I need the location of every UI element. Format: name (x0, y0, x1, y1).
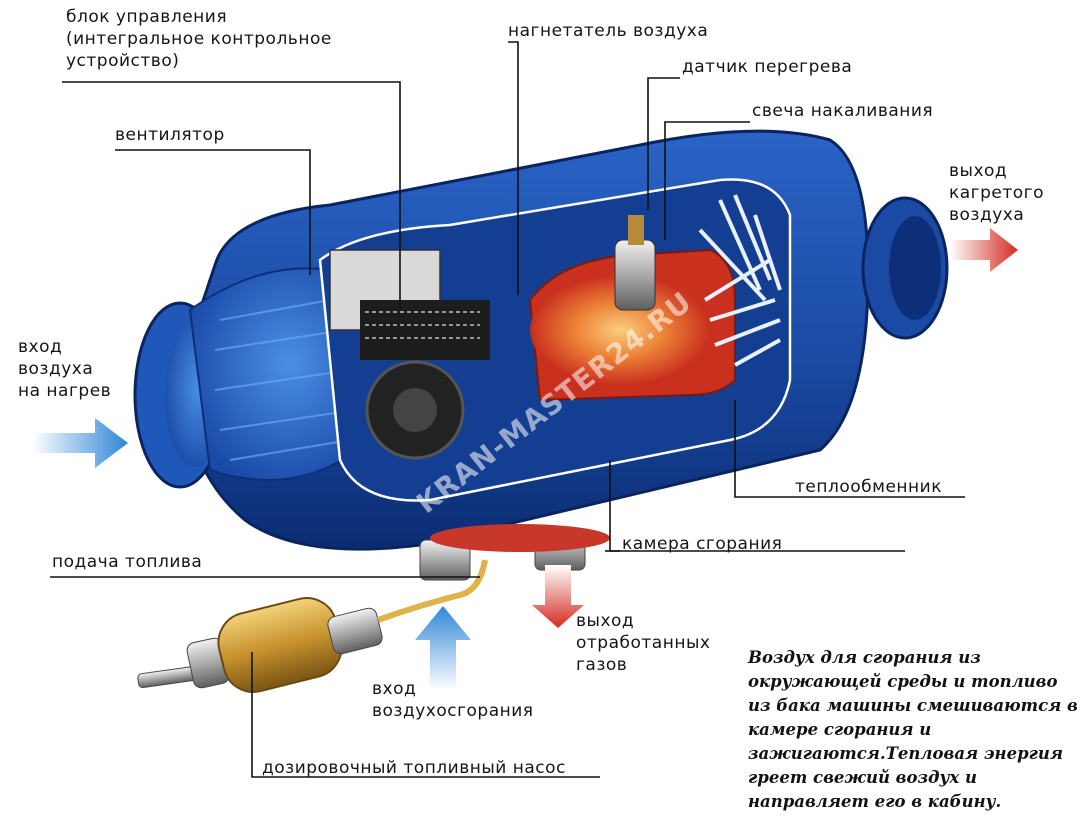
label-combustion-chamber: камера сгорания (622, 533, 782, 555)
heater-body (135, 131, 947, 580)
control-unit-line-2: (интегральное контрольное (66, 28, 332, 50)
label-heat-exchanger: теплообменник (795, 476, 942, 498)
exhaust-line-1: выход (576, 610, 710, 632)
label-control-unit: блок управления (интегральное контрольно… (66, 6, 332, 72)
label-dosing-pump: дозировочный топливный насос (262, 757, 566, 779)
exhaust-line-3: газов (576, 654, 710, 676)
label-fan: вентилятор (115, 124, 225, 146)
hot-air-line-2: кагретого (949, 182, 1044, 204)
label-fuel-supply: подача топлива (52, 551, 202, 573)
label-overheat-sensor: датчик перегрева (682, 56, 852, 78)
air-in-line-2: воздуха (18, 358, 111, 380)
control-unit-line-1: блок управления (66, 6, 332, 28)
combustion-air-line-1: вход (372, 678, 534, 700)
air-in-line-1: вход (18, 336, 111, 358)
label-glow-plug: свеча накаливания (752, 100, 933, 122)
air-in-arrow (32, 418, 128, 468)
label-combustion-air-in: вход воздухосгорания (372, 678, 534, 722)
hot-air-line-3: воздуха (949, 204, 1044, 226)
control-unit-line-3: устройство) (66, 50, 332, 72)
exhaust-line-2: отработанных (576, 632, 710, 654)
hot-air-line-1: выход (949, 160, 1044, 182)
label-air-in: вход воздуха на нагрев (18, 336, 111, 402)
description-text: Воздух для сгорания из окружающей среды … (748, 646, 1080, 814)
hot-air-arrow (950, 228, 1018, 272)
combustion-air-line-2: воздухосгорания (372, 700, 534, 722)
air-in-line-3: на нагрев (18, 380, 111, 402)
label-blower: нагнетатель воздуха (508, 20, 708, 42)
label-hot-air-out: выход кагретого воздуха (949, 160, 1044, 226)
label-exhaust-out: выход отработанных газов (576, 610, 710, 676)
